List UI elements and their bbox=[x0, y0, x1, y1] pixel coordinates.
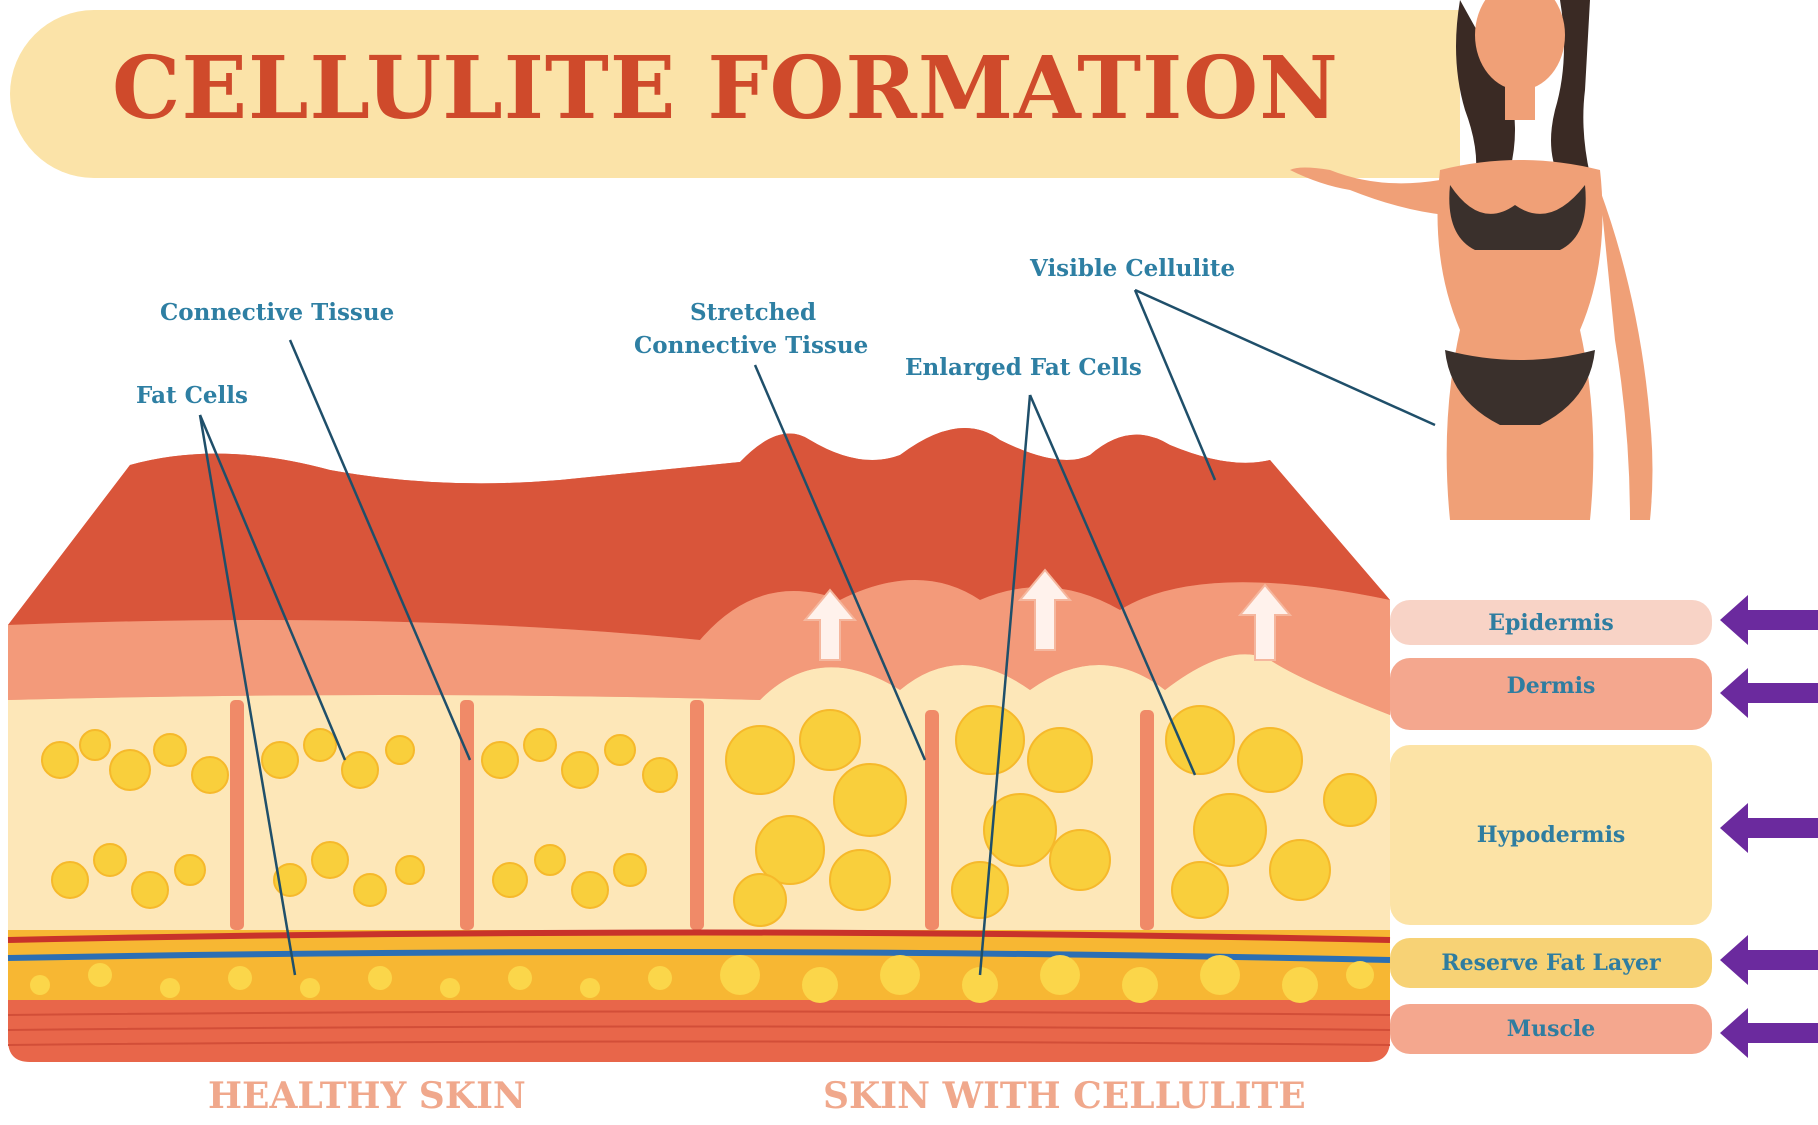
callout-stretched-line2: Connective Tissue bbox=[634, 329, 868, 362]
callout-stretched-line1: Stretched bbox=[690, 296, 816, 329]
layer-label-epidermis: Epidermis bbox=[1390, 600, 1712, 645]
woman-figure-icon bbox=[1290, 0, 1653, 520]
layer-label-hypodermis: Hypodermis bbox=[1390, 745, 1712, 925]
callout-fat-cells: Fat Cells bbox=[136, 379, 248, 412]
section-label-healthy: HEALTHY SKIN bbox=[208, 1075, 526, 1117]
callout-enlarged-fat-cells: Enlarged Fat Cells bbox=[905, 351, 1142, 384]
reserve-fat-band bbox=[8, 930, 1390, 1000]
layer-label-reserve-fat: Reserve Fat Layer bbox=[1390, 938, 1712, 988]
layer-label-muscle: Muscle bbox=[1390, 1004, 1712, 1054]
section-label-cellulite: SKIN WITH CELLULITE bbox=[823, 1075, 1306, 1117]
purple-arrow-icon bbox=[1720, 595, 1818, 1058]
callout-visible-cellulite: Visible Cellulite bbox=[1030, 252, 1235, 285]
callout-connective-tissue: Connective Tissue bbox=[160, 296, 394, 329]
layer-label-dermis: Dermis bbox=[1390, 658, 1712, 714]
